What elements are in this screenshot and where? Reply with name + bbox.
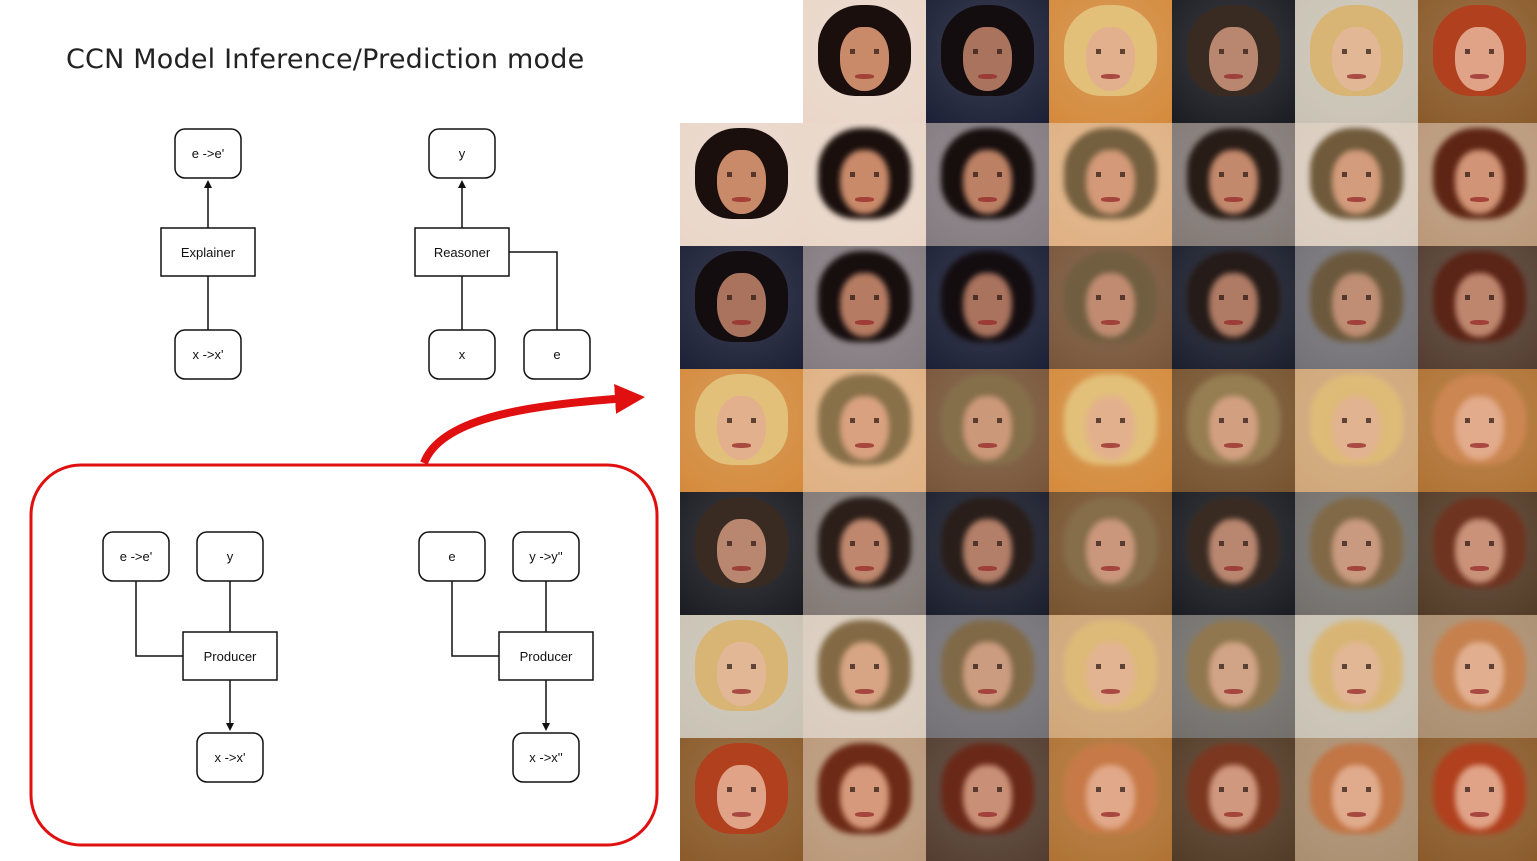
producer-left-output-label: x ->x': [214, 750, 245, 765]
generated-face-r6-c4: [1172, 738, 1295, 861]
generated-face-r4-c2: [926, 492, 1049, 615]
source-face-column-1: [803, 0, 926, 123]
producer-right-output-label: x ->x'': [529, 750, 563, 765]
source-face-row-6: [680, 738, 803, 861]
generated-face-r5-c2: [926, 615, 1049, 738]
source-face-row-3: [680, 369, 803, 492]
generated-face-r2-c5: [1295, 246, 1418, 369]
producer-left-module-label: Producer: [204, 649, 257, 664]
generated-face-r5-c3: [1049, 615, 1172, 738]
generated-face-r6-c6: [1418, 738, 1537, 861]
producer-left-output-node: [196, 732, 264, 783]
generated-face-r1-c3: [1049, 123, 1172, 246]
producer-highlight-frame: [29, 463, 659, 847]
generated-face-r3-c3: [1049, 369, 1172, 492]
producer-right-e-line: [451, 581, 499, 657]
highlight-arrow: [420, 383, 645, 465]
generated-face-r5-c4: [1172, 615, 1295, 738]
producer-left-e-line: [135, 581, 183, 657]
generated-face-r4-c5: [1295, 492, 1418, 615]
generated-face-r2-c3: [1049, 246, 1172, 369]
reasoner-module-label: Reasoner: [434, 245, 491, 260]
generated-face-r4-c3: [1049, 492, 1172, 615]
generated-face-r1-c6: [1418, 123, 1537, 246]
producer-left-module: [182, 631, 278, 681]
reasoner-e-line: [509, 251, 558, 330]
explainer-diagram: e ->e' Explainer x ->x': [160, 128, 256, 380]
source-face-row-4: [680, 492, 803, 615]
generated-face-grid: [680, 0, 1537, 861]
source-face-column-2: [926, 0, 1049, 123]
reasoner-x-label: x: [459, 347, 466, 362]
source-face-row-1: [680, 123, 803, 246]
generated-face-r3-c2: [926, 369, 1049, 492]
producer-left-y-label: y: [227, 549, 234, 564]
explainer-module-label: Explainer: [181, 245, 236, 260]
generated-face-r4-c4: [1172, 492, 1295, 615]
generated-face-r4-c1: [803, 492, 926, 615]
generated-face-r2-c6: [1418, 246, 1537, 369]
generated-face-r2-c2: [926, 246, 1049, 369]
producer-left-e-label: e ->e': [120, 549, 152, 564]
explainer-input-node: [174, 329, 242, 380]
generated-face-r6-c5: [1295, 738, 1418, 861]
generated-face-r5-c6: [1418, 615, 1537, 738]
producer-right-diagram: e y ->y'' Producer x ->x'': [418, 531, 594, 783]
source-face-column-6: [1418, 0, 1537, 123]
reasoner-output-label: y: [459, 146, 466, 161]
reasoner-x-node: [428, 329, 496, 380]
reasoner-diagram: y Reasoner x e: [414, 128, 591, 380]
producer-right-e-label: e: [448, 549, 455, 564]
generated-face-r1-c2: [926, 123, 1049, 246]
generated-face-r6-c3: [1049, 738, 1172, 861]
generated-face-r1-c1: [803, 123, 926, 246]
generated-face-r2-c4: [1172, 246, 1295, 369]
slide-title: CCN Model Inference/Prediction mode: [66, 44, 585, 75]
source-face-column-3: [1049, 0, 1172, 123]
ccn-diagram: e ->e' Explainer x ->x' y Reasoner x e e…: [29, 128, 659, 847]
generated-face-r6-c1: [803, 738, 926, 861]
generated-face-r3-c5: [1295, 369, 1418, 492]
explainer-output-node: [174, 128, 242, 179]
source-face-column-5: [1295, 0, 1418, 123]
source-face-row-5: [680, 615, 803, 738]
generated-face-r2-c1: [803, 246, 926, 369]
explainer-input-label: x ->x': [192, 347, 223, 362]
source-face-column-4: [1172, 0, 1295, 123]
source-face-row-2: [680, 246, 803, 369]
generated-face-r3-c6: [1418, 369, 1537, 492]
generated-face-r5-c5: [1295, 615, 1418, 738]
generated-face-r1-c4: [1172, 123, 1295, 246]
reasoner-output-node: [428, 128, 496, 179]
producer-left-diagram: e ->e' y Producer x ->x': [102, 531, 278, 783]
generated-face-r5-c1: [803, 615, 926, 738]
generated-face-r6-c2: [926, 738, 1049, 861]
producer-right-module: [498, 631, 594, 681]
producer-right-output-node: [512, 732, 580, 783]
generated-face-r1-c5: [1295, 123, 1418, 246]
generated-face-r4-c6: [1418, 492, 1537, 615]
explainer-output-label: e ->e': [192, 146, 224, 161]
reasoner-e-label: e: [553, 347, 560, 362]
producer-right-y-label: y ->y'': [529, 549, 563, 564]
generated-face-r3-c4: [1172, 369, 1295, 492]
producer-right-module-label: Producer: [520, 649, 573, 664]
generated-face-r3-c1: [803, 369, 926, 492]
reasoner-e-node: [523, 329, 591, 380]
